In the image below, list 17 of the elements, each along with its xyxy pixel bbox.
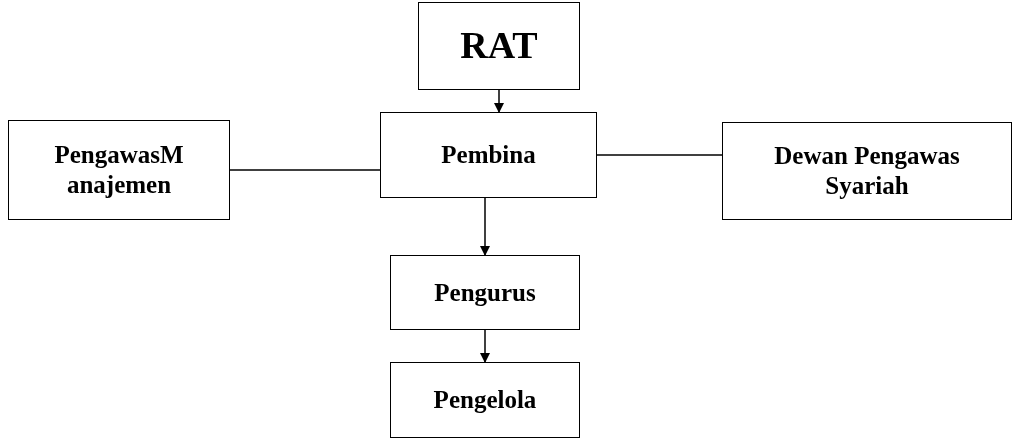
box-label: Pembina (441, 140, 536, 170)
box-label: Dewan Pengawas Syariah (773, 141, 961, 201)
org-box (722, 122, 1012, 220)
org-box (390, 362, 580, 438)
connector-line (229, 169, 381, 171)
org-box (8, 120, 230, 220)
arrow (480, 197, 490, 256)
org-box (418, 2, 580, 90)
arrow (494, 89, 504, 113)
connector-line (596, 154, 723, 156)
box-label: PengawasM anajemen (53, 140, 185, 200)
box-label: Pengurus (434, 277, 536, 308)
org-box (380, 112, 597, 198)
box-label: Pengelola (433, 385, 537, 415)
arrow (480, 329, 490, 363)
org-box (390, 255, 580, 330)
box-label: RAT (460, 23, 538, 69)
